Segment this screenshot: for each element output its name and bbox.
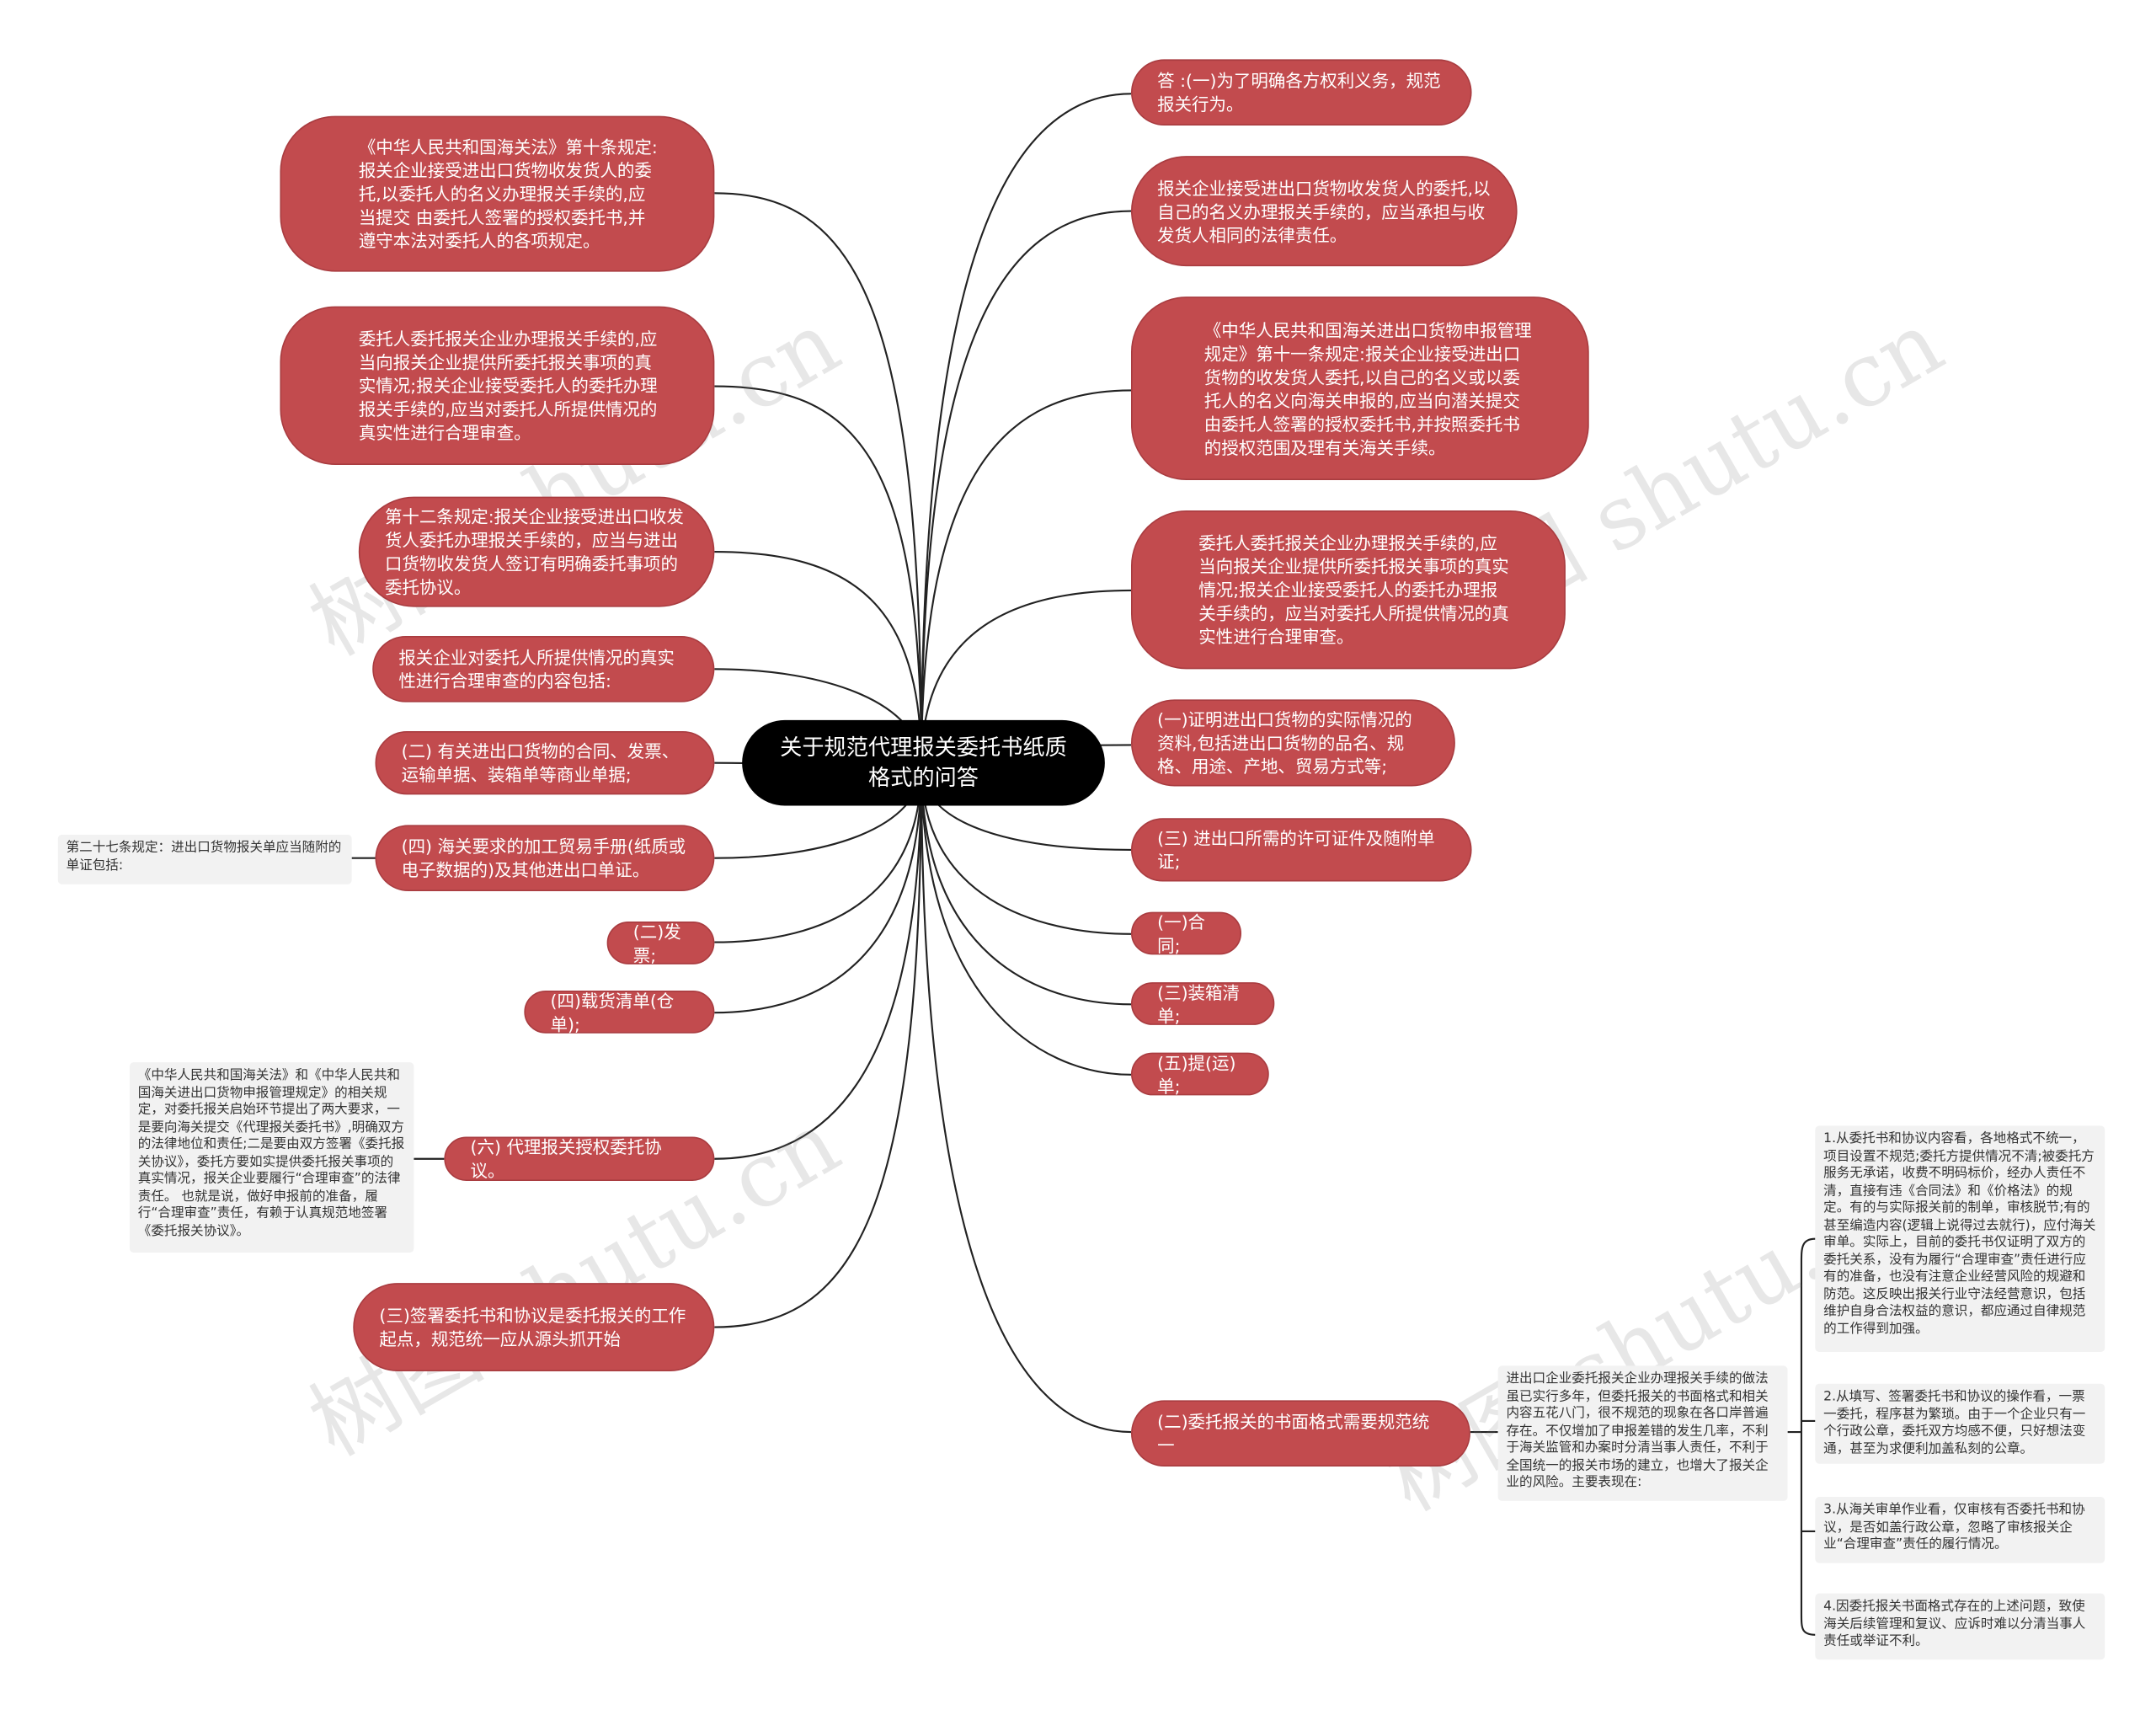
note-agreement: 《中华人民共和国海关法》和《中华人民共和国海关进出口货物申报管理规定》的相关规定…	[129, 1062, 414, 1253]
right-node-6[interactable]: (三) 进出口所需的许可证件及随附单证;	[1130, 818, 1472, 882]
note-issue-1: 1.从委托书和协议内容看，各地格式不统一，项目设置不规范;委托方提供情况不清;被…	[1815, 1125, 2105, 1353]
note-issue-4: 4.因委托报关书面格式存在的上述问题，致使海关后续管理和复议、应诉时难以分清当事…	[1815, 1593, 2105, 1660]
left-node-3-label: 第十二条规定:报关企业接受进出口收发货人委托办理报关手续的，应当与进出口货物收发…	[384, 506, 684, 598]
central-topic[interactable]: 关于规范代理报关委托书纸质格式的问答	[742, 719, 1105, 806]
right-node-7[interactable]: (一)合同;	[1130, 911, 1242, 956]
link-right-8	[920, 765, 1131, 1006]
central-topic-title: 关于规范代理报关委托书纸质格式的问答	[780, 734, 1067, 791]
note-practice: 进出口企业委托报关企业办理报关手续的做法虽已实行多年，但委托报关的书面格式和相关…	[1497, 1365, 1788, 1501]
right-node-1-label: 答 :(一)为了明确各方权利义务，规范报关行为。	[1157, 70, 1441, 115]
left-node-8-label: (四)载货清单(仓单);	[550, 990, 675, 1034]
left-node-9-label: (六) 代理报关授权委托协议。	[470, 1136, 662, 1181]
right-node-3-label: 《中华人民共和国海关进出口货物申报管理规定》第十一条规定:报关企业接受进出口货物…	[1203, 319, 1532, 457]
left-node-1-label: 《中华人民共和国海关法》第十条规定:报关企业接受进出口货物收发货人的委托,以委托…	[358, 136, 658, 252]
left-node-5[interactable]: (二) 有关进出口货物的合同、发票、运输单据、装箱单等商业单据;	[375, 731, 715, 795]
note-issue-3: 3.从海关审单作业看，仅审核有否委托书和协议，是否如盖行政公章，忽略了审核报关企…	[1815, 1497, 2105, 1563]
link-right-1	[920, 93, 1131, 766]
right-node-6-label: (三) 进出口所需的许可证件及随附单证;	[1157, 827, 1435, 873]
right-node-2[interactable]: 报关企业接受进出口货物收发货人的委托,以自己的名义办理报关手续的，应当承担与收发…	[1130, 156, 1518, 267]
right-node-4[interactable]: 委托人委托报关企业办理报关手续的,应当向报关企业提供所委托报关事项的真实情况;报…	[1130, 510, 1566, 670]
right-node-5-label: (一)证明进出口货物的实际情况的资料,包括进出口货物的品名、规格、用途、产地、贸…	[1157, 708, 1412, 777]
left-node-2[interactable]: 委托人委托报关企业办理报关手续的,应当向报关企业提供所委托报关事项的真实情况;报…	[280, 306, 715, 465]
link-left-8	[714, 765, 923, 1014]
link-right-7	[920, 765, 1131, 935]
left-node-10-label: (三)签署委托书和协议是委托报关的工作起点，规范统一应从源头抓开始	[379, 1305, 686, 1349]
link-left-9	[714, 765, 923, 1160]
link-right-9	[920, 765, 1131, 1076]
left-node-4[interactable]: 报关企业对委托人所提供情况的真实性进行合理审查的内容包括:	[372, 636, 715, 703]
left-node-10[interactable]: (三)签署委托书和协议是委托报关的工作起点，规范统一应从源头抓开始	[353, 1283, 715, 1371]
left-node-7-label: (二)发票;	[632, 921, 681, 965]
right-node-9[interactable]: (五)提(运)单;	[1130, 1051, 1269, 1097]
link-left-3	[714, 551, 923, 766]
link-left-1	[714, 192, 923, 766]
left-node-9[interactable]: (六) 代理报关授权委托协议。	[444, 1136, 715, 1181]
link-right-4	[920, 589, 1131, 766]
note-issue-2: 2.从填写、签署委托书和协议的操作看，一票一委托，程序甚为繁琐。由于一个企业只有…	[1815, 1383, 2105, 1464]
left-node-5-label: (二) 有关进出口货物的合同、发票、运输单据、装箱单等商业单据;	[401, 740, 680, 785]
link-right-3	[920, 389, 1131, 766]
left-node-4-label: 报关企业对委托人所提供情况的真实性进行合理审查的内容包括:	[398, 647, 675, 692]
right-node-5[interactable]: (一)证明进出口货物的实际情况的资料,包括进出口货物的品名、规格、用途、产地、贸…	[1130, 699, 1455, 787]
left-node-7[interactable]: (二)发票;	[606, 921, 715, 965]
link-left-7	[714, 765, 923, 943]
link-right-10	[920, 765, 1131, 1434]
right-node-10[interactable]: (二)委托报关的书面格式需要规范统一	[1130, 1400, 1470, 1467]
left-node-2-label: 委托人委托报关企业办理报关手续的,应当向报关企业提供所委托报关事项的真实情况;报…	[358, 328, 658, 443]
link-left-10	[714, 765, 923, 1328]
right-node-8-label: (三)装箱清单;	[1157, 981, 1240, 1026]
note-rule27: 第二十七条规定：进出口货物报关单应当随附的单证包括:	[57, 834, 352, 884]
link-right-2	[920, 210, 1131, 766]
right-node-7-label: (一)合同;	[1157, 911, 1206, 956]
left-node-6[interactable]: (四) 海关要求的加工贸易手册(纸质或电子数据的)及其他进出口单证。	[375, 825, 715, 892]
right-node-10-label: (二)委托报关的书面格式需要规范统一	[1157, 1411, 1430, 1456]
right-node-8[interactable]: (三)装箱清单;	[1130, 981, 1275, 1026]
left-node-1[interactable]: 《中华人民共和国海关法》第十条规定:报关企业接受进出口货物收发货人的委托,以委托…	[280, 115, 715, 272]
left-node-8[interactable]: (四)载货清单(仓单);	[524, 990, 715, 1034]
left-node-6-label: (四) 海关要求的加工贸易手册(纸质或电子数据的)及其他进出口单证。	[401, 836, 686, 880]
link-issues-bracket	[1787, 1237, 1816, 1636]
right-node-9-label: (五)提(运)单;	[1157, 1051, 1236, 1097]
right-node-3[interactable]: 《中华人民共和国海关进出口货物申报管理规定》第十一条规定:报关企业接受进出口货物…	[1130, 297, 1589, 480]
right-node-2-label: 报关企业接受进出口货物收发货人的委托,以自己的名义办理报关手续的，应当承担与收发…	[1157, 177, 1491, 245]
left-node-3[interactable]: 第十二条规定:报关企业接受进出口收发货人委托办理报关手续的，应当与进出口货物收发…	[358, 496, 715, 607]
right-node-4-label: 委托人委托报关企业办理报关手续的,应当向报关企业提供所委托报关事项的真实情况;报…	[1198, 532, 1509, 648]
link-left-2	[714, 385, 923, 766]
right-node-1[interactable]: 答 :(一)为了明确各方权利义务，规范报关行为。	[1130, 59, 1472, 126]
